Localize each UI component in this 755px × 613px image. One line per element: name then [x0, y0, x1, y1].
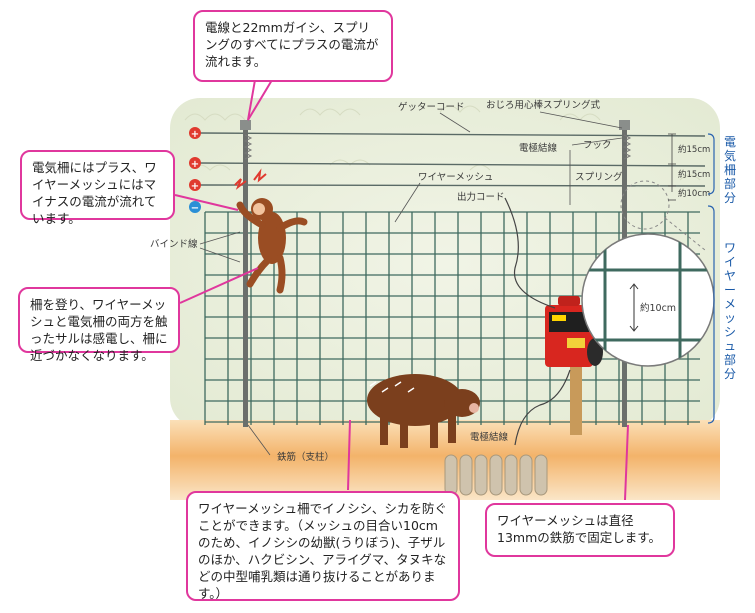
component-labels: ゲッターコード おじろ用心棒スプリング式 フック 電極結線 スプリング ワイヤー…	[150, 99, 623, 463]
side-brackets	[707, 133, 715, 424]
callout-bottom-center: ワイヤーメッシュ柵でイノシシ、シカを防ぐことができます。（メッシュの目合い10c…	[186, 491, 460, 601]
side-label-electric: 電気柵部分	[724, 135, 736, 205]
label-rebar-post: 鉄筋（支柱）	[277, 451, 334, 463]
spacing-markers	[668, 133, 676, 201]
spacing-label-3: 約10cm	[678, 188, 710, 199]
label-bind-wire: バインド線	[150, 238, 198, 250]
boar-illustration	[367, 374, 480, 448]
plus-icon	[189, 179, 201, 191]
callout-left-mid: 柵を登り、ワイヤーメッシュと電気柵の両方を触ったサルは感電し、柵に近づかなくなり…	[18, 287, 180, 363]
callout-pointers	[174, 79, 629, 501]
spacing-label-1: 約15cm	[678, 144, 710, 155]
minus-icon	[189, 201, 201, 213]
spacing-label-2: 約15cm	[678, 169, 710, 180]
svg-text:+: +	[191, 129, 199, 140]
svg-text:−: −	[191, 203, 199, 214]
label-wire-mesh: ワイヤーメッシュ	[418, 172, 493, 183]
side-label-mesh: ワイヤーメッシュ部分	[724, 241, 736, 381]
svg-text:+: +	[191, 181, 199, 192]
svg-text:+: +	[191, 159, 199, 170]
callout-top: 電線と22mmガイシ、スプリングのすべてにプラスの電流が流れます。	[193, 10, 393, 82]
monkey-illustration	[234, 168, 308, 294]
callout-bottom-right: ワイヤーメッシュは直径13mmの鉄筋で固定します。	[485, 503, 675, 557]
plus-icon	[189, 157, 201, 169]
callout-left-top: 電気柵にはプラス、ワイヤーメッシュにはマイナスの電流が流れています。	[20, 150, 175, 226]
polarity-indicators: + + + −	[189, 127, 201, 214]
electric-wires	[199, 132, 706, 187]
label-gutter-cord: ゲッターコード	[398, 101, 465, 113]
plus-icon	[189, 127, 201, 139]
label-hook: フック	[583, 140, 612, 151]
zoom-spacing-label: 約10cm	[640, 302, 676, 314]
label-electrode-wire-top: 電極結線	[519, 142, 558, 154]
label-output-cord: 出力コード	[457, 191, 505, 203]
label-ojiro-spring: おじろ用心棒スプリング式	[486, 99, 601, 111]
label-electrode-wire-bottom: 電極結線	[470, 431, 509, 443]
zoom-detail: 約10cm	[581, 180, 715, 367]
rebar-stakes	[444, 454, 548, 496]
cords	[504, 197, 571, 446]
svg-text:電気柵部分: 電気柵部分	[724, 135, 736, 205]
label-spring: スプリング	[575, 171, 623, 183]
svg-text:ワイヤーメッシュ部分: ワイヤーメッシュ部分	[724, 241, 736, 381]
